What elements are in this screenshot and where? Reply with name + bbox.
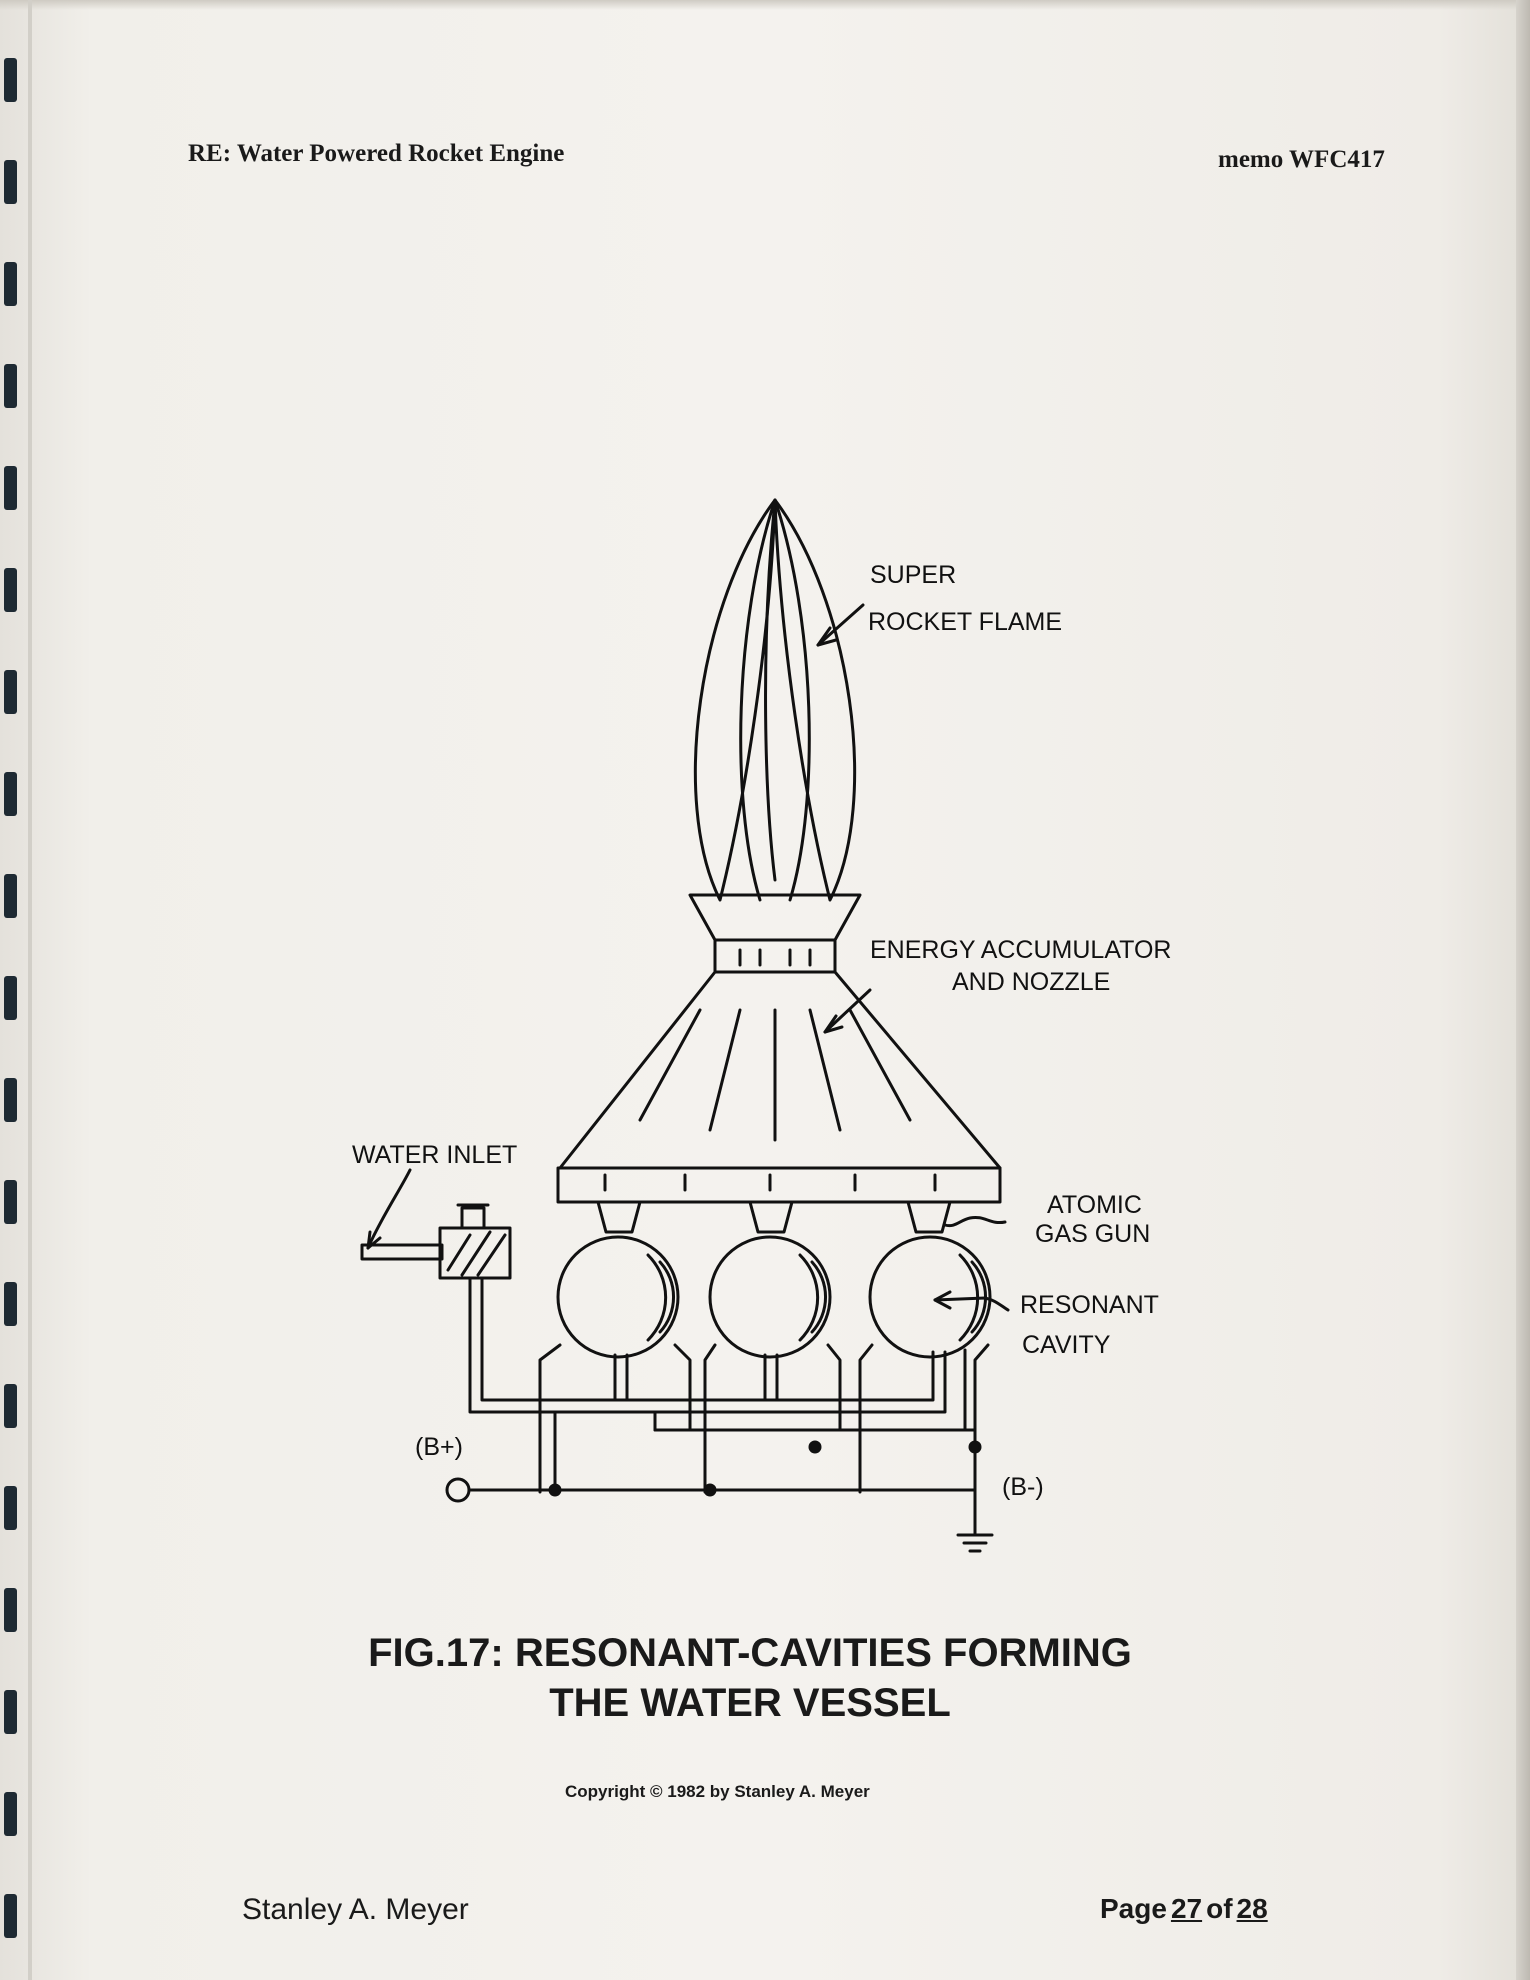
page-prefix: Page [1100, 1893, 1167, 1924]
binding-hole [4, 160, 17, 204]
binding-hole [4, 874, 17, 918]
binding-hole [4, 568, 17, 612]
memo-subject: RE: Water Powered Rocket Engine [188, 140, 565, 167]
label-rocket-flame: ROCKET FLAME [868, 608, 1062, 636]
binding-hole [4, 1894, 17, 1938]
label-atomic: ATOMIC [1047, 1191, 1142, 1219]
binding-hole [4, 364, 17, 408]
binding-hole [4, 466, 17, 510]
nozzle-top [688, 893, 862, 974]
label-super: SUPER [870, 561, 956, 589]
memo-number: memo WFC417 [1218, 146, 1385, 173]
page-total: 28 [1236, 1893, 1268, 1924]
label-resonant: RESONANT [1020, 1291, 1159, 1319]
page-number: 27 [1170, 1893, 1203, 1924]
binding-hole [4, 1180, 17, 1224]
binding-hole [4, 772, 17, 816]
binding-strip [28, 0, 32, 1980]
label-and-nozzle: AND NOZZLE [952, 968, 1110, 996]
electrical-wiring [445, 1410, 994, 1553]
label-b-plus: (B+) [415, 1433, 463, 1461]
resonant-cavities [556, 1235, 992, 1359]
leader-arrows [366, 603, 1010, 1312]
binding-hole [4, 1588, 17, 1632]
copyright-notice: Copyright © 1982 by Stanley A. Meyer [565, 1782, 870, 1801]
binding-hole [4, 1384, 17, 1428]
binding-hole [4, 670, 17, 714]
figure-caption: FIG.17: RESONANT-CAVITIES FORMING THE WA… [250, 1628, 1250, 1728]
figure-caption-line-2: THE WATER VESSEL [549, 1681, 951, 1725]
water-inlet-assembly [360, 1203, 512, 1402]
binding-hole [4, 1282, 17, 1326]
label-gas-gun: GAS GUN [1035, 1220, 1150, 1248]
binding-hole [4, 262, 17, 306]
binding-hole [4, 1690, 17, 1734]
page-top-edge [0, 0, 1530, 10]
label-b-minus: (B-) [1002, 1473, 1044, 1501]
energy-accumulator-cone [556, 970, 1002, 1204]
water-manifold [468, 1348, 967, 1432]
binding-hole [4, 1486, 17, 1530]
label-water-inlet: WATER INLET [352, 1141, 517, 1169]
atomic-gas-guns [596, 1200, 952, 1234]
page-of: of [1206, 1893, 1233, 1924]
page-right-edge [1516, 0, 1530, 1980]
binding-hole [4, 58, 17, 102]
binding-hole [4, 1792, 17, 1836]
footer-author: Stanley A. Meyer [242, 1893, 469, 1926]
cavity-supports [538, 1343, 990, 1494]
binding-hole [4, 1078, 17, 1122]
spiral-binding [0, 0, 40, 1980]
super-rocket-flame [693, 498, 857, 902]
binding-hole [4, 976, 17, 1020]
label-energy-accumulator: ENERGY ACCUMULATOR [870, 936, 1171, 964]
label-cavity: CAVITY [1022, 1331, 1111, 1359]
figure-caption-line-1: FIG.17: RESONANT-CAVITIES FORMING [368, 1631, 1132, 1675]
